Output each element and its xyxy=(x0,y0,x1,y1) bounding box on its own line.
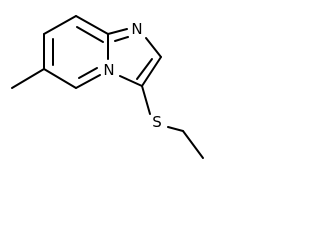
bond-c5-n4-inner xyxy=(78,67,98,79)
bond-s-ch2 xyxy=(167,126,184,132)
bond-n1-c2 xyxy=(145,37,162,58)
bond-c3-s xyxy=(141,85,151,115)
bond-lines xyxy=(11,15,204,159)
bond-c8a-n1 xyxy=(107,28,128,35)
molecule-structure: N N S xyxy=(11,15,204,159)
bond-c8a-n1-inner xyxy=(114,36,129,42)
bond-c6-c5 xyxy=(43,68,77,89)
bond-c3-n4 xyxy=(119,75,143,87)
bond-c2-c3 xyxy=(141,56,162,87)
bond-c8-c7 xyxy=(43,15,77,35)
bond-c8a-c8 xyxy=(75,15,109,35)
atom-label-bridgehead-nitrogen: N xyxy=(103,61,114,79)
atom-label-sulfur: S xyxy=(152,113,162,131)
bond-c5-n4 xyxy=(75,74,101,89)
bond-c8a-c8-inner xyxy=(76,26,104,43)
atom-labels: N N S xyxy=(103,20,161,131)
atom-label-imidazole-nitrogen: N xyxy=(131,20,142,38)
bond-c6-methyl xyxy=(11,68,45,89)
bond-c2-c3-inner xyxy=(136,58,153,80)
bond-ch2-ch3 xyxy=(182,130,204,159)
